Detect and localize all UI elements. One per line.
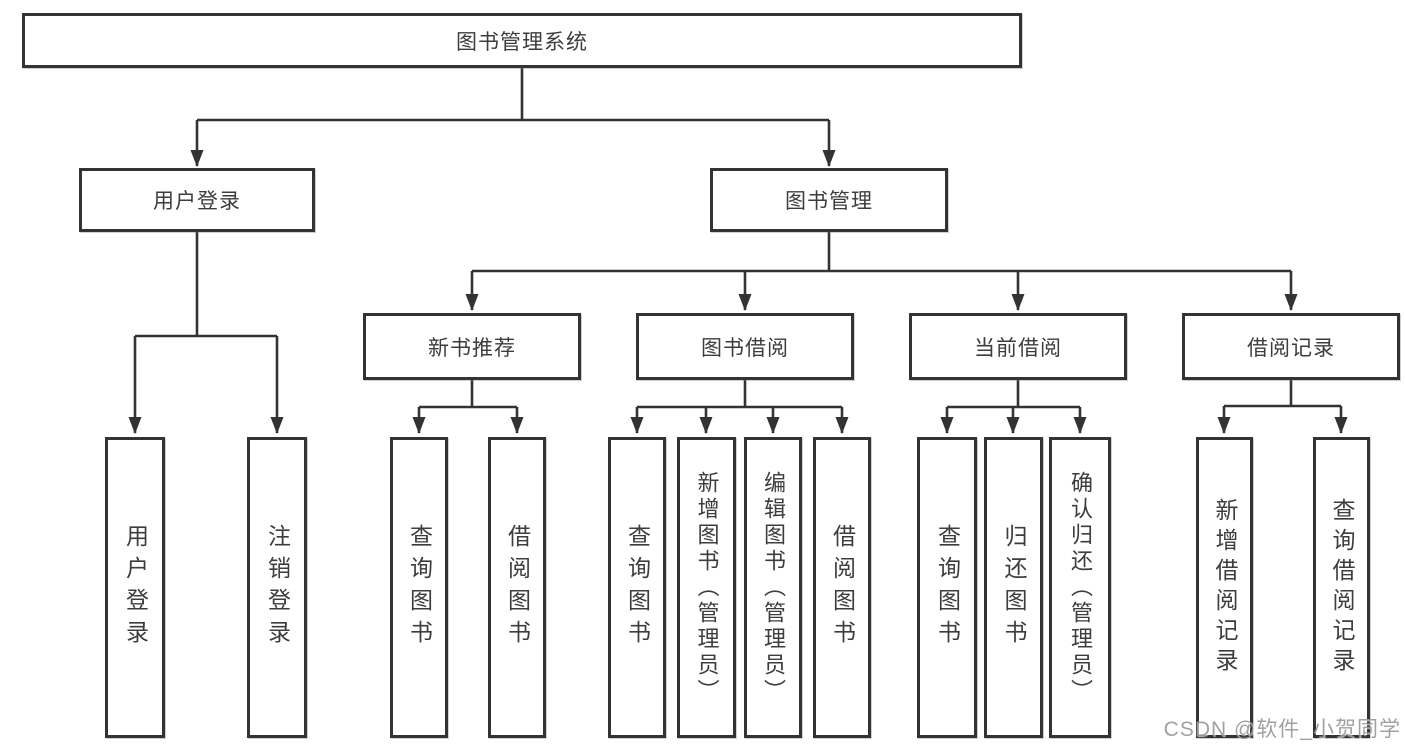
node-label: 图书借阅 xyxy=(701,336,789,360)
csdn-watermark: CSDN @软件_小贺同学 xyxy=(1163,718,1401,741)
node-label: 图书管理 xyxy=(785,190,873,213)
leaf-query-books-current: 查询图书 xyxy=(917,437,977,738)
node-label: 借阅图书 xyxy=(829,523,856,652)
node-label: 新增图书（管理员） xyxy=(694,470,720,705)
leaf-edit-books-admin: 编辑图书（管理员） xyxy=(744,437,802,738)
node-library-system: 图书管理系统 xyxy=(22,13,1022,68)
node-label: 当前借阅 xyxy=(974,336,1062,360)
node-label: 查询图书 xyxy=(624,523,651,652)
node-borrowing-records: 借阅记录 xyxy=(1182,313,1400,380)
leaf-user-login: 用户登录 xyxy=(105,437,165,738)
node-new-book-recommend: 新书推荐 xyxy=(363,313,581,380)
node-book-management: 图书管理 xyxy=(710,168,948,232)
node-label: 借阅记录 xyxy=(1247,336,1335,360)
leaf-add-books-admin: 新增图书（管理员） xyxy=(677,437,736,738)
leaf-borrow-books-recommend: 借阅图书 xyxy=(488,437,546,738)
node-label: 编辑图书（管理员） xyxy=(761,470,786,705)
node-current-borrowing: 当前借阅 xyxy=(909,313,1127,380)
leaf-borrow-books: 借阅图书 xyxy=(813,437,871,738)
node-label: 用户登录 xyxy=(153,190,241,213)
node-label: 借阅图书 xyxy=(504,523,531,652)
node-label: 图书管理系统 xyxy=(456,30,588,54)
node-label: 查询图书 xyxy=(406,523,433,652)
node-label: 注销登录 xyxy=(264,523,291,652)
leaf-add-borrow-record: 新增借阅记录 xyxy=(1196,437,1253,738)
node-label: 新书推荐 xyxy=(428,336,516,360)
node-label: 查询图书 xyxy=(934,523,961,652)
node-book-borrowing: 图书借阅 xyxy=(636,313,854,380)
node-label: 新增借阅记录 xyxy=(1212,497,1238,678)
leaf-return-books: 归还图书 xyxy=(984,437,1043,738)
node-user-login: 用户登录 xyxy=(79,168,315,232)
leaf-logout: 注销登录 xyxy=(247,437,307,738)
leaf-query-books-recommend: 查询图书 xyxy=(390,437,448,738)
node-label: 用户登录 xyxy=(122,523,149,652)
leaf-query-books-borrowing: 查询图书 xyxy=(608,437,666,738)
node-label: 归还图书 xyxy=(1001,523,1027,652)
node-label: 查询借阅记录 xyxy=(1329,497,1355,678)
leaf-query-borrow-record: 查询借阅记录 xyxy=(1313,437,1370,738)
node-label: 确认归还（管理员） xyxy=(1068,470,1093,705)
leaf-confirm-return-admin: 确认归还（管理员） xyxy=(1049,437,1111,738)
